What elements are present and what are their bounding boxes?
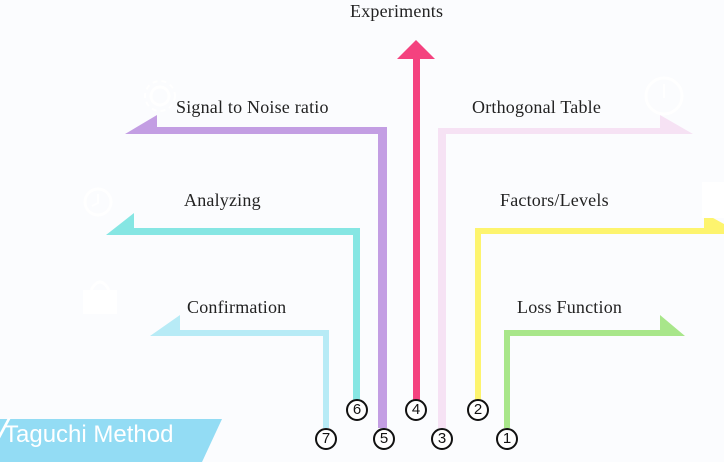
arrow-confirmation-shape bbox=[150, 315, 329, 428]
step-number-6: 6 bbox=[346, 399, 368, 421]
step-number-3: 3 bbox=[431, 428, 453, 450]
arrow-signal-to-noise-shape bbox=[125, 115, 387, 428]
title-banner bbox=[0, 419, 222, 462]
bag-icon bbox=[83, 280, 117, 314]
label-analyzing: Analyzing bbox=[184, 190, 261, 210]
arrow-experiments-shaft bbox=[413, 58, 420, 400]
clock-icon bbox=[644, 76, 684, 116]
label-orthogonal-table: Orthogonal Table bbox=[472, 97, 602, 117]
label-confirmation: Confirmation bbox=[187, 297, 287, 317]
gear-icon bbox=[144, 80, 176, 112]
document-icon bbox=[702, 182, 724, 218]
arrow-loss-function-shape bbox=[504, 315, 685, 428]
arrow-confirmation bbox=[150, 315, 329, 428]
arrow-factors-levels-shape bbox=[475, 213, 724, 400]
alarm-clock-icon bbox=[83, 187, 113, 217]
step-number-1: 1 bbox=[496, 428, 518, 450]
arrow-loss-function bbox=[504, 315, 685, 428]
step-number-5: 5 bbox=[373, 428, 395, 450]
arrow-analyzing bbox=[106, 213, 360, 400]
label-loss-function: Loss Function bbox=[517, 297, 623, 317]
arrow-experiments-head bbox=[397, 40, 435, 59]
diagram-title: Taguchi Method bbox=[4, 421, 174, 448]
step-number-7: 7 bbox=[315, 428, 337, 450]
arrow-factors-levels bbox=[475, 213, 724, 400]
step-number-2: 2 bbox=[467, 399, 489, 421]
arrow-analyzing-shape bbox=[106, 213, 360, 400]
arrow-signal-to-noise bbox=[125, 115, 387, 428]
step-number-4: 4 bbox=[405, 399, 427, 421]
label-experiments: Experiments bbox=[350, 1, 444, 21]
arrow-experiments bbox=[397, 40, 435, 400]
label-factors-levels: Factors/Levels bbox=[500, 190, 609, 210]
label-signal-to-noise: Signal to Noise ratio bbox=[176, 97, 329, 117]
